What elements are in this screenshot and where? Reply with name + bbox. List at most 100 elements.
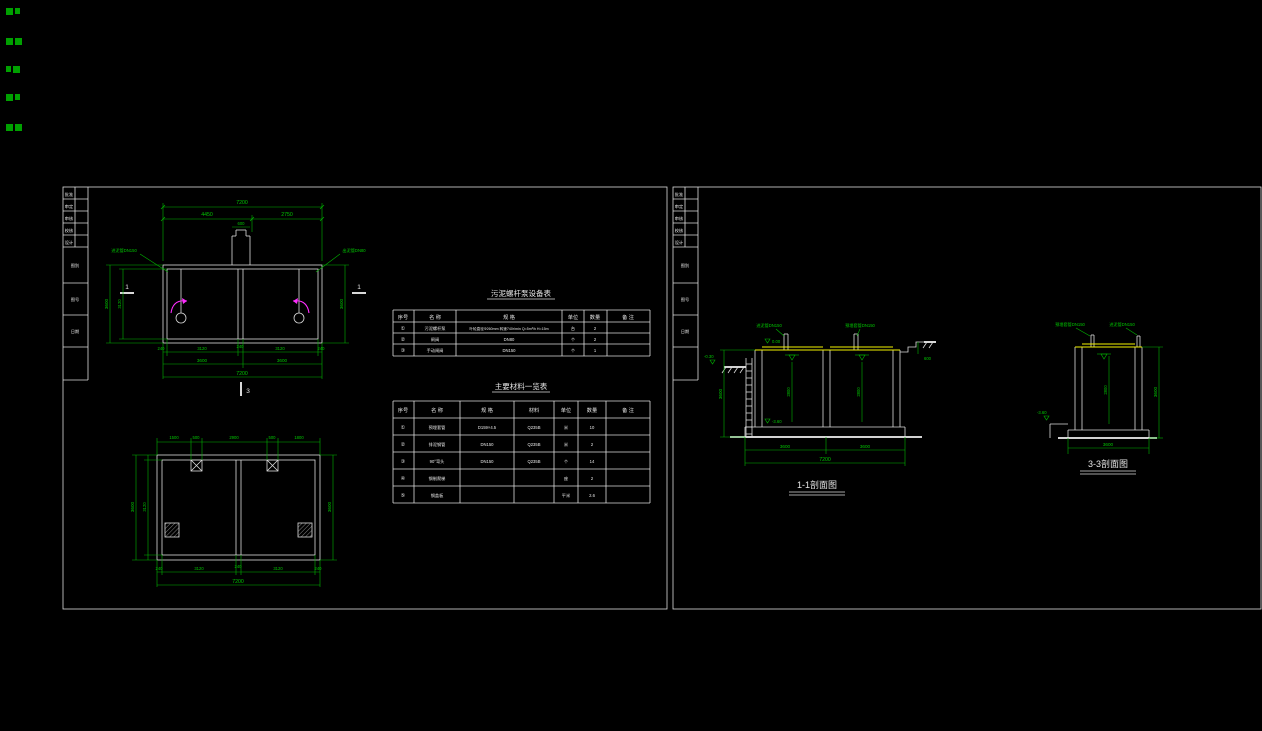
table-cell: DN80 — [504, 337, 515, 342]
table-cell: ③ — [401, 348, 406, 354]
table-row: ② 排泥钢管 DN150 Q235B 米 2 — [401, 441, 594, 448]
table-cell: 台 — [571, 325, 575, 332]
titleblock-label: 批准 — [65, 191, 73, 198]
materials-table: 主要材料一览表 序号 名 称 规 格 材料 单位 数量 备 注 — [392, 381, 651, 504]
table-cell: 14 — [590, 459, 595, 464]
section-title: 1-1剖面图 — [797, 479, 837, 490]
titleblock-label: 审定 — [65, 203, 73, 210]
dim-text: 3600 — [104, 298, 109, 309]
table-cell: 2 — [594, 337, 597, 342]
table-cell: 平米 — [562, 492, 571, 499]
dimension-texts: 2800 2800 3600 600 3600 3600 7200 — [718, 356, 932, 463]
table-header-cell: 备 注 — [622, 406, 634, 414]
table-cell: 座 — [564, 475, 568, 482]
dim-text: 7200 — [236, 371, 248, 377]
pump-rotation-arrows — [170, 298, 310, 314]
titleblock-labels: 批准 审定 审核 校核 设计 图别 图号 日期 — [675, 191, 689, 335]
table-header-row: 序号 名 称 规 格 材料 单位 数量 备 注 — [398, 406, 634, 414]
dim-text: 3120 — [275, 346, 285, 351]
dim-text: 600 — [924, 356, 932, 361]
table-cell: 1 — [594, 348, 597, 353]
table-row: ③ 90°弯头 DN150 Q235B 个 14 — [401, 458, 595, 465]
plan-view-lower: 1500 500 2900 500 1800 3120 3600 3600 24… — [130, 435, 337, 587]
canvas-text-fragment — [6, 124, 22, 131]
plan-view-upper: 1 1 3 进泥管DN150 出泥管DN80 — [104, 200, 366, 396]
table-cell: 米 — [564, 441, 569, 448]
dimension-texts: 1500 500 2900 500 1800 3120 3600 3600 24… — [130, 435, 332, 585]
dim-text: 500 — [193, 435, 201, 440]
dim-text: 4450 — [201, 212, 213, 218]
table-row: ③ 手动闸阀 DN150 个 1 — [401, 347, 597, 354]
canvas-text-fragment — [6, 38, 22, 45]
table-cell: 个 — [564, 459, 569, 464]
titleblock-label: 批准 — [675, 191, 683, 198]
dim-text: 600 — [238, 221, 246, 226]
titleblock-label: 审核 — [65, 215, 74, 222]
table-cell: 90°弯头 — [430, 458, 445, 465]
section-cut-marks: 1 1 3 — [120, 284, 366, 396]
canvas-text-fragment — [6, 94, 20, 101]
dim-text: 3120 — [142, 502, 147, 512]
elevation-text: -3.60 — [1037, 410, 1047, 415]
cover-plates — [1075, 343, 1142, 348]
table-header-cell: 数量 — [590, 313, 600, 321]
table-cell: ③ — [401, 459, 406, 465]
table-cell: 2 — [591, 442, 594, 447]
table-cell: DN150 — [480, 442, 494, 447]
table-cell: ④ — [401, 476, 406, 482]
table-cell: 个 — [571, 348, 576, 353]
titleblock-label: 审定 — [675, 203, 683, 210]
table-header-cell: 序号 — [398, 313, 408, 321]
table-cell: ① — [401, 326, 406, 332]
pump-symbol — [293, 312, 305, 324]
section-cut-label: 3 — [246, 388, 250, 395]
titleblock-label: 日期 — [71, 329, 79, 335]
titleblock-label: 图号 — [681, 297, 689, 303]
section-cut-label: 1 — [125, 284, 129, 291]
table-cell: 2.6 — [589, 493, 595, 498]
table-header-cell: 单位 — [561, 406, 571, 414]
tank-walls — [156, 454, 321, 561]
table-cell: DN150 — [480, 459, 494, 464]
dimension-texts: 7200 4450 2750 600 3600 3120 3600 240 31… — [104, 200, 344, 377]
titleblock-label: 校核 — [65, 227, 74, 234]
table-title: 污泥螺杆泵设备表 — [491, 288, 551, 298]
table-cell: ② — [401, 442, 406, 448]
titleblock-label: 校核 — [675, 227, 684, 234]
table-cell: 10 — [590, 425, 595, 430]
section-3-3: 预埋套管DN150 进泥管DN150 -3.60 3600 2800 3600 — [1037, 321, 1163, 475]
dim-text: 240 — [315, 566, 323, 571]
dim-text: 240 — [318, 346, 326, 351]
drawing-sheet-left: 批准 审定 审核 校核 设计 图别 图号 日期 — [62, 186, 668, 610]
dim-text: 2800 — [856, 387, 861, 397]
table-header-cell: 单位 — [568, 313, 578, 321]
titleblock-label: 图别 — [71, 262, 79, 269]
table-cell: Q235B — [527, 459, 540, 464]
table-cell: Q235B — [527, 442, 540, 447]
leader-label: 出泥管DN80 — [342, 247, 366, 254]
dim-text: 240 — [237, 344, 245, 349]
dim-text: 3600 — [339, 298, 344, 309]
dimensions — [106, 203, 349, 379]
dim-text: 500 — [269, 435, 277, 440]
dim-text: 2800 — [1103, 385, 1108, 395]
titleblock-label: 设计 — [675, 239, 683, 246]
elevation-marks: 0.00 -3.60 -0.30 — [704, 338, 782, 424]
table-header-cell: 数量 — [587, 406, 597, 414]
table-cell: 2 — [591, 476, 594, 481]
sheet-frame — [672, 186, 1262, 610]
table-cell: D159×4.5 — [478, 425, 497, 430]
canvas-text-fragments — [6, 0, 46, 160]
table-header-cell: 备 注 — [622, 313, 634, 321]
table-row: ④ 钢制爬梯 座 2 — [401, 475, 594, 482]
titleblock-label: 日期 — [681, 329, 689, 335]
water-level-marks — [1097, 353, 1111, 360]
dimension-texts: 3600 2800 3600 — [1103, 385, 1158, 447]
titleblock-label: 图别 — [681, 262, 689, 269]
foundation-hatch — [164, 522, 180, 538]
sump-symbol — [266, 459, 279, 472]
table-header-cell: 序号 — [398, 406, 408, 414]
dimensions — [720, 342, 919, 466]
dim-text: 3600 — [718, 388, 723, 399]
